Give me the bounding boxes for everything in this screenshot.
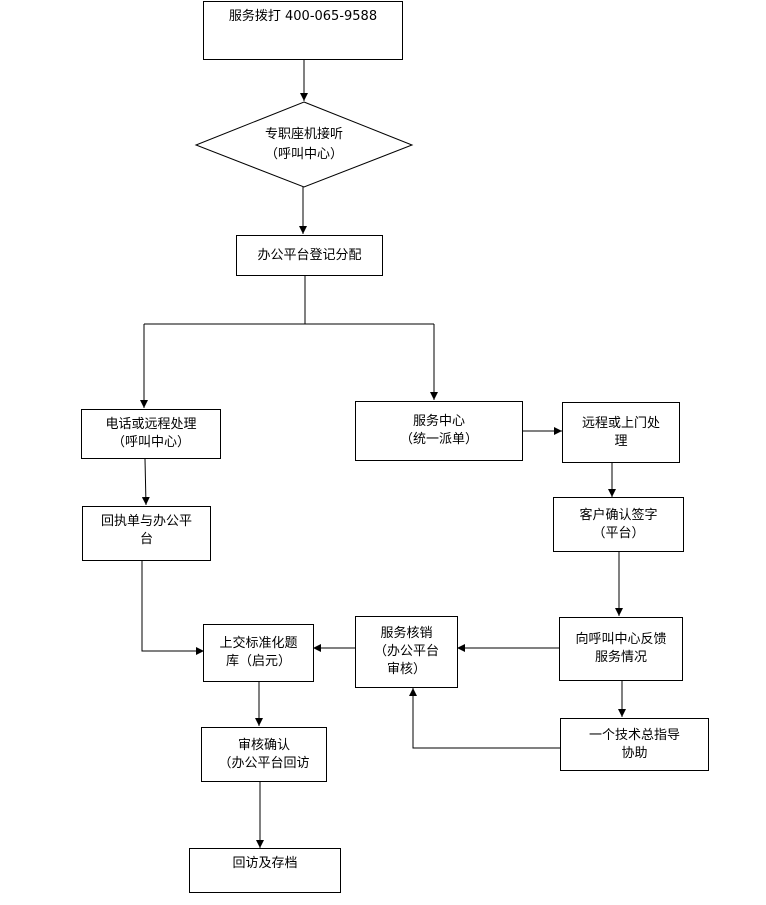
node-remote-onsite: 远程或上门处 理 xyxy=(562,402,680,463)
node-phone-remote-handling: 电话或远程处理 （呼叫中心） xyxy=(81,409,221,459)
node-service-verification: 服务核销 （办公平台 审核） xyxy=(355,616,458,688)
node-technical-guidance: 一个技术总指导 协助 xyxy=(560,718,709,771)
node-submit-question-bank: 上交标准化题 库（启元） xyxy=(203,624,314,682)
node-audit-confirm: 审核确认 （办公平台回访 xyxy=(201,727,327,782)
node-receipt-office: 回执单与办公平 台 xyxy=(82,506,211,561)
node-office-register: 办公平台登记分配 xyxy=(236,235,383,276)
node-feedback-call-center: 向呼叫中心反馈 服务情况 xyxy=(559,617,683,681)
answer-diamond xyxy=(194,101,414,188)
arrow-receipt-to-submit xyxy=(141,560,204,655)
node-customer-confirm: 客户确认签字 （平台） xyxy=(553,497,684,552)
node-dedicated-line-answer: 专职座机接听 （呼叫中心） xyxy=(264,127,343,162)
node-service-call-text: 服务拨打 400-065-9588 xyxy=(228,9,378,24)
arrow-guide-to-verify xyxy=(409,688,561,749)
node-service-center: 服务中心 （统一派单） xyxy=(355,401,523,461)
node-service-call: 服务拨打 400-065-9588 xyxy=(203,1,403,60)
node-return-visit-archive: 回访及存档 xyxy=(189,848,341,893)
arrow-phone-to-receipt xyxy=(141,458,150,506)
